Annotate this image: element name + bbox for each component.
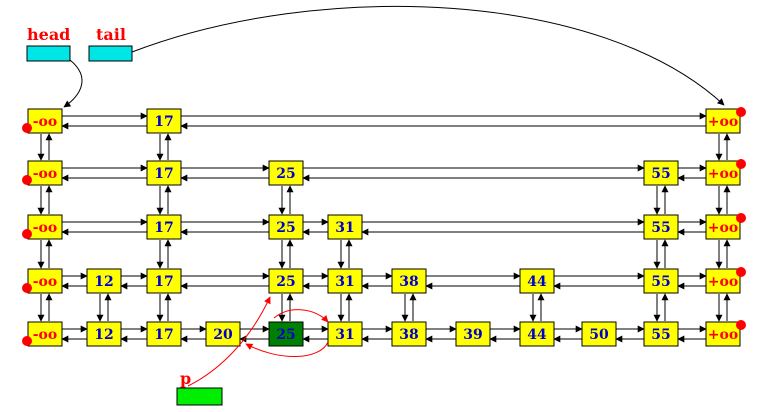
p-to-node-arrow (187, 296, 271, 387)
skiplist-node-pos-inf[interactable] (705, 268, 741, 294)
skiplist-node-value-25[interactable] (268, 214, 304, 240)
skiplist-node-value-50[interactable] (581, 321, 617, 347)
highlighted-node-value-25[interactable] (268, 321, 304, 347)
sentinel-dot (736, 320, 746, 330)
tail-label: tail (96, 25, 126, 44)
node-value-label: +oo (708, 327, 738, 343)
skiplist-node-value-55[interactable] (643, 160, 679, 186)
node-value-label: 55 (651, 274, 670, 290)
head-label: head (27, 25, 70, 44)
sentinel-dot (736, 213, 746, 223)
search-path (187, 296, 329, 387)
skiplist-node-value-38[interactable] (391, 321, 427, 347)
sentinel-dot (22, 229, 32, 239)
node-value-label: +oo (708, 166, 738, 182)
skiplist-node-value-17[interactable] (146, 160, 182, 186)
skiplist-node-value-31[interactable] (327, 268, 363, 294)
node-value-label: 55 (651, 220, 670, 236)
node-value-label: 31 (335, 220, 354, 236)
node-value-label: 25 (276, 166, 295, 182)
skiplist-node-value-39[interactable] (455, 321, 491, 347)
skiplist-node-value-31[interactable] (327, 214, 363, 240)
node-value-label: +oo (708, 274, 738, 290)
skiplist-node-value-20[interactable] (205, 321, 241, 347)
node-value-label: 31 (335, 327, 354, 343)
sentinel-dot (22, 175, 32, 185)
skiplist-node-value-12[interactable] (86, 321, 122, 347)
node-value-label: 17 (154, 166, 173, 182)
node-value-label: 25 (276, 327, 295, 343)
skiplist-node-pos-inf[interactable] (705, 321, 741, 347)
skiplist-node-value-31[interactable] (327, 321, 363, 347)
node-value-label: 44 (527, 327, 547, 343)
skiplist-node-value-12[interactable] (86, 268, 122, 294)
node-value-label: 17 (154, 274, 173, 290)
sentinel-dot (736, 267, 746, 277)
skiplist-node-pos-inf[interactable] (705, 160, 741, 186)
insert-forward-arrow (273, 309, 329, 323)
sentinel-dot (736, 159, 746, 169)
node-value-label: 12 (94, 274, 113, 290)
tail-pointer-box[interactable] (88, 45, 133, 62)
node-value-label: 50 (589, 327, 609, 343)
skiplist-node-value-38[interactable] (391, 268, 427, 294)
skiplist-node-pos-inf[interactable] (705, 108, 741, 134)
node-value-label: 17 (154, 327, 173, 343)
skiplist-node-value-17[interactable] (146, 321, 182, 347)
node-value-label: 12 (94, 327, 113, 343)
sentinel-dot (22, 336, 32, 346)
skiplist-node-pos-inf[interactable] (705, 214, 741, 240)
head-pointer-box[interactable] (26, 45, 71, 62)
link-arrows (37, 112, 731, 343)
node-value-label: 31 (335, 274, 354, 290)
node-value-label: +oo (708, 114, 738, 130)
skiplist-node-value-55[interactable] (643, 268, 679, 294)
skiplist-node-value-17[interactable] (146, 268, 182, 294)
skiplist-node-value-44[interactable] (519, 268, 555, 294)
p-label: p (180, 369, 191, 388)
sentinel-dot (22, 123, 32, 133)
node-value-label: 25 (276, 274, 295, 290)
node-value-label: -oo (33, 220, 58, 236)
node-value-label: -oo (33, 166, 58, 182)
skiplist-node-neg-inf[interactable] (27, 108, 63, 134)
node-value-label: 17 (154, 114, 173, 130)
skiplist-node-value-17[interactable] (146, 108, 182, 134)
skiplist-node-neg-inf[interactable] (27, 214, 63, 240)
skiplist-node-value-25[interactable] (268, 160, 304, 186)
skiplist-node-neg-inf[interactable] (27, 321, 63, 347)
node-value-label: 20 (213, 327, 233, 343)
sentinel-dot (22, 283, 32, 293)
node-value-label: -oo (33, 327, 58, 343)
node-value-label: -oo (33, 274, 58, 290)
skiplist-node-value-25[interactable] (268, 268, 304, 294)
skiplist-node-value-17[interactable] (146, 214, 182, 240)
skip-list-nodes: -oo 17 +oo -oo 17 25 55 +oo -oo 17 25 31 55 +oo -oo 12 1… (22, 107, 746, 347)
node-value-label: 17 (154, 220, 173, 236)
node-value-label: -oo (33, 114, 58, 130)
skiplist-node-value-55[interactable] (643, 321, 679, 347)
node-value-label: 38 (399, 274, 418, 290)
skiplist-node-neg-inf[interactable] (27, 160, 63, 186)
sentinel-dot (736, 107, 746, 117)
node-value-label: 55 (651, 327, 670, 343)
node-value-label: 55 (651, 166, 670, 182)
head-arrow (63, 59, 83, 108)
node-value-label: 38 (399, 327, 418, 343)
skiplist-node-value-55[interactable] (643, 214, 679, 240)
insert-back-arrow (245, 341, 329, 357)
node-value-label: 25 (276, 220, 295, 236)
p-pointer-box[interactable] (176, 387, 223, 406)
node-value-label: 44 (527, 274, 547, 290)
skiplist-node-value-44[interactable] (519, 321, 555, 347)
tail-arrow (131, 5, 725, 106)
node-value-label: 39 (463, 327, 482, 343)
node-value-label: +oo (708, 220, 738, 236)
skiplist-node-neg-inf[interactable] (27, 268, 63, 294)
